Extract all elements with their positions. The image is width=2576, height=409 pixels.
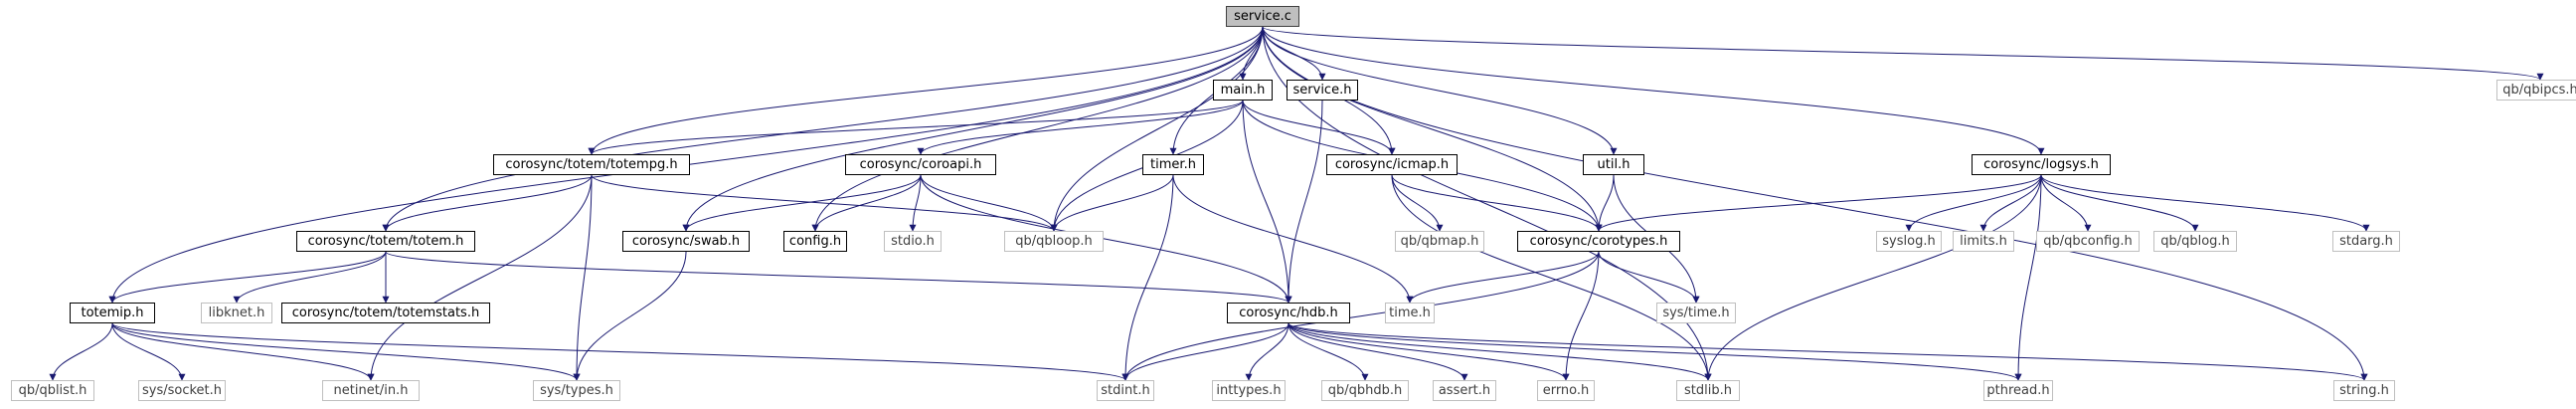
edge-totemip-to-netinet xyxy=(111,322,375,381)
edge-totempg-to-qbloop xyxy=(591,174,1058,232)
edge-totempg-to-netinet xyxy=(367,174,593,381)
edge-hdb-to-inttypes-h xyxy=(1245,322,1289,381)
edge-coroapi-to-config-h xyxy=(811,174,922,232)
edge-corotypes-to-errno-h xyxy=(1562,251,1600,381)
edge-corotypes-to-stdint-h xyxy=(1121,251,1600,381)
node-inttypes-h: inttypes.h xyxy=(1212,380,1286,401)
edge-service-c-to-config-h xyxy=(811,26,1264,232)
edge-totem-h-to-totemip xyxy=(108,251,387,304)
edge-timer-h-to-stdint-h xyxy=(1121,174,1174,381)
edge-corotypes-to-systime xyxy=(1598,251,1700,304)
edge-hdb-to-stdlib-h xyxy=(1288,322,1712,381)
node-util-h[interactable]: util.h xyxy=(1583,154,1644,175)
edge-logsys-to-qbconfig xyxy=(2040,174,2092,232)
node-swab[interactable]: corosync/swab.h xyxy=(622,231,750,252)
node-time-h: time.h xyxy=(1385,303,1435,323)
edge-main-h-to-hdb xyxy=(1242,100,1292,304)
edge-service-h-to-hdb xyxy=(1285,100,1323,304)
edge-timer-h-to-time-h xyxy=(1172,174,1414,304)
edge-logsys-to-stdlib-h xyxy=(1704,174,2042,381)
edge-logsys-to-limits-h xyxy=(1979,174,2042,232)
node-stdio-h: stdio.h xyxy=(884,231,942,252)
node-main-h[interactable]: main.h xyxy=(1213,80,1273,101)
node-qbloop: qb/qbloop.h xyxy=(1004,231,1104,252)
node-qbmap: qb/qbmap.h xyxy=(1395,231,1484,252)
edge-corotypes-to-time-h xyxy=(1406,251,1600,304)
node-stdint-h: stdint.h xyxy=(1097,380,1154,401)
node-qbconfig: qb/qbconfig.h xyxy=(2036,231,2140,252)
node-qblog: qb/qblog.h xyxy=(2153,231,2237,252)
edge-coroapi-to-swab xyxy=(682,174,922,232)
edge-main-h-to-icmap xyxy=(1242,100,1396,155)
node-stdlib-h: stdlib.h xyxy=(1676,380,1740,401)
node-qbhdb: qb/qbhdb.h xyxy=(1321,380,1409,401)
edge-hdb-to-qbhdb xyxy=(1288,322,1369,381)
edge-icmap-to-qbmap xyxy=(1391,174,1444,232)
edge-timer-h-to-qbloop xyxy=(1050,174,1174,232)
edge-hdb-to-pthread-h xyxy=(1288,322,2022,381)
node-qbipcs: qb/qbipcs.h xyxy=(2496,80,2576,101)
edge-totempg-to-totem-h xyxy=(382,174,593,232)
edge-main-h-to-coroapi xyxy=(917,100,1244,155)
edge-service-c-to-totempg xyxy=(588,26,1264,155)
edge-logsys-to-corotypes xyxy=(1595,174,2042,232)
edge-service-c-to-qbipcs xyxy=(1262,26,2544,81)
node-config-h[interactable]: config.h xyxy=(783,231,847,252)
node-totemstats[interactable]: corosync/totem/totemstats.h xyxy=(281,303,490,323)
node-stdarg-h: stdarg.h xyxy=(2332,231,2400,252)
node-totempg[interactable]: corosync/totem/totempg.h xyxy=(493,154,690,175)
edge-service-c-to-logsys xyxy=(1262,26,2045,155)
edge-service-c-to-qbloop xyxy=(1050,26,1264,232)
edge-swab-to-systypes xyxy=(573,251,687,381)
edge-util-h-to-corotypes xyxy=(1595,174,1615,232)
node-limits-h: limits.h xyxy=(1953,231,2014,252)
node-service-h[interactable]: service.h xyxy=(1287,80,1358,101)
node-totem-h[interactable]: corosync/totem/totem.h xyxy=(296,231,475,252)
edge-totempg-to-systypes xyxy=(573,174,593,381)
edge-icmap-to-stdlib-h xyxy=(1391,174,1712,381)
node-syslog-h: syslog.h xyxy=(1876,231,1942,252)
node-libknet: libknet.h xyxy=(201,303,272,323)
edge-totemip-to-syssocket xyxy=(111,322,186,381)
node-hdb[interactable]: corosync/hdb.h xyxy=(1227,303,1350,323)
node-coroapi[interactable]: corosync/coroapi.h xyxy=(845,154,996,175)
node-string-h: string.h xyxy=(2333,380,2395,401)
edge-coroapi-to-qbloop xyxy=(920,174,1058,232)
edge-coroapi-to-hdb xyxy=(920,174,1292,304)
node-totemip[interactable]: totemip.h xyxy=(70,303,155,323)
node-pthread-h: pthread.h xyxy=(1983,380,2053,401)
edge-main-h-to-totempg xyxy=(588,100,1244,155)
node-systypes: sys/types.h xyxy=(533,380,620,401)
edge-totemip-to-systypes xyxy=(111,322,581,381)
node-errno-h: errno.h xyxy=(1537,380,1595,401)
edge-logsys-to-pthread-h xyxy=(2014,174,2042,381)
edge-totemip-to-stdint-h xyxy=(111,322,1129,381)
edge-logsys-to-qblog xyxy=(2040,174,2199,232)
node-logsys[interactable]: corosync/logsys.h xyxy=(1972,154,2111,175)
edge-hdb-to-string-h xyxy=(1288,322,2368,381)
node-corotypes[interactable]: corosync/corotypes.h xyxy=(1517,231,1680,252)
node-timer-h[interactable]: timer.h xyxy=(1142,154,1204,175)
node-systime: sys/time.h xyxy=(1656,303,1736,323)
edge-hdb-to-assert-h xyxy=(1288,322,1468,381)
edge-logsys-to-syslog-h xyxy=(1905,174,2042,232)
node-netinet: netinet/in.h xyxy=(322,380,420,401)
edge-logsys-to-stdarg-h xyxy=(2040,174,2370,232)
edge-totemip-to-qblist xyxy=(49,322,113,381)
edge-service-c-to-totem-h xyxy=(382,26,1264,232)
edge-icmap-to-corotypes xyxy=(1391,174,1603,232)
edge-coroapi-to-stdio-h xyxy=(909,174,922,232)
node-syssocket: sys/socket.h xyxy=(138,380,226,401)
node-service-c: service.c xyxy=(1226,6,1299,27)
node-assert-h: assert.h xyxy=(1433,380,1496,401)
node-icmap[interactable]: corosync/icmap.h xyxy=(1326,154,1458,175)
edge-totem-h-to-libknet xyxy=(233,251,387,304)
edge-totem-h-to-hdb xyxy=(385,251,1292,304)
node-qblist: qb/qblist.h xyxy=(11,380,94,401)
edge-service-c-to-util-h xyxy=(1262,26,1618,155)
edge-hdb-to-errno-h xyxy=(1288,322,1570,381)
edge-hdb-to-stdint-h xyxy=(1121,322,1289,381)
